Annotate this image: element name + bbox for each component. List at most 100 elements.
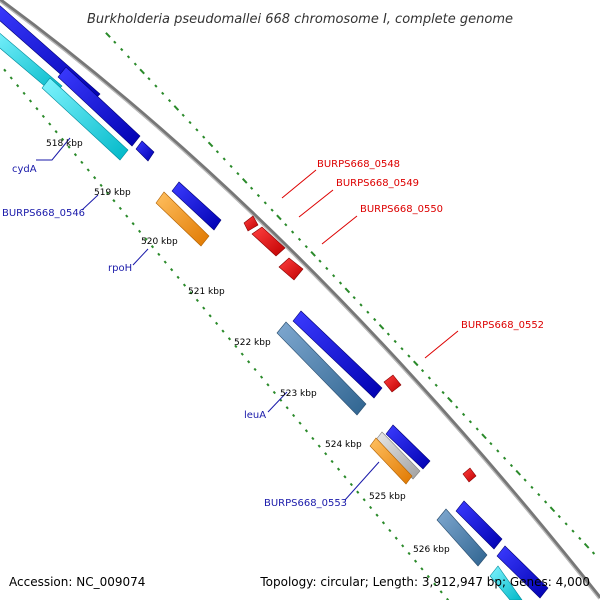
track-tick bbox=[133, 62, 137, 66]
track-tick bbox=[241, 178, 248, 184]
label-burps668-0549[interactable]: BURPS668_0549 bbox=[336, 178, 419, 189]
tick-label-519: 519 kbp bbox=[94, 188, 131, 198]
track-tick bbox=[523, 478, 527, 482]
track-tick bbox=[259, 375, 264, 379]
track-tick bbox=[298, 421, 302, 425]
track-tick bbox=[591, 551, 596, 555]
tick-label-522: 522 kbp bbox=[234, 338, 271, 348]
track-tick bbox=[317, 444, 321, 448]
track-tick bbox=[247, 360, 251, 364]
track-tick bbox=[461, 412, 466, 417]
gene-cyan-cyda[interactable] bbox=[41, 77, 129, 161]
gene-orange-rpoh[interactable] bbox=[155, 191, 210, 247]
track-tick bbox=[276, 214, 282, 221]
track-tick bbox=[215, 150, 220, 154]
track-tick bbox=[447, 396, 453, 403]
track-tick bbox=[105, 191, 110, 195]
track-tick bbox=[227, 337, 232, 341]
label-rpoh[interactable]: rpoH bbox=[108, 263, 132, 274]
gene-red-small[interactable] bbox=[462, 467, 477, 483]
track-tick bbox=[182, 283, 187, 287]
track-tick bbox=[138, 229, 142, 234]
track-tick bbox=[362, 498, 366, 502]
gene-red-0548[interactable] bbox=[243, 215, 259, 232]
gene-cyan-top[interactable] bbox=[0, 30, 63, 95]
track-tick bbox=[373, 317, 377, 322]
track-tick bbox=[407, 551, 411, 556]
track-tick bbox=[222, 157, 226, 161]
track-tick bbox=[304, 429, 309, 433]
label-leua[interactable]: leuA bbox=[244, 410, 266, 421]
track-tick bbox=[455, 405, 459, 409]
gene-blue-rpoh[interactable] bbox=[171, 181, 222, 231]
track-tick bbox=[292, 413, 296, 418]
label-burps668-0553[interactable]: BURPS668_0553 bbox=[264, 498, 347, 509]
track-tick bbox=[578, 536, 582, 541]
track-tick bbox=[349, 482, 353, 487]
track-tick bbox=[266, 383, 270, 387]
label-burps668-0546[interactable]: BURPS668_0546 bbox=[2, 208, 85, 219]
tick-label-524: 524 kbp bbox=[325, 440, 362, 450]
gene-blue-bottom-2[interactable] bbox=[496, 545, 549, 599]
track-tick bbox=[221, 329, 225, 333]
track-tick bbox=[173, 105, 180, 111]
track-tick bbox=[176, 275, 180, 280]
gene-labels-blue: cydA BURPS668_0546 rpoH leuA BURPS668_05… bbox=[2, 164, 347, 509]
gene-blue-bottom[interactable] bbox=[455, 500, 503, 550]
track-tick bbox=[324, 452, 328, 456]
track-tick bbox=[207, 141, 214, 148]
track-tick bbox=[35, 107, 39, 111]
track-tick bbox=[412, 360, 419, 367]
track-tick bbox=[28, 99, 33, 103]
gene-cyan-bottom[interactable] bbox=[489, 565, 523, 600]
track-tick bbox=[80, 160, 84, 165]
gene-blue-leua[interactable] bbox=[292, 310, 383, 399]
gene-blue-0553[interactable] bbox=[385, 424, 431, 470]
track-tick bbox=[147, 77, 151, 81]
track-tick bbox=[475, 427, 479, 431]
label-burps668-0550[interactable]: BURPS668_0550 bbox=[360, 204, 443, 215]
track-tick bbox=[120, 47, 124, 52]
track-tick bbox=[195, 298, 199, 303]
track-tick bbox=[400, 347, 404, 351]
track-tick bbox=[378, 324, 385, 330]
track-tick bbox=[195, 128, 199, 132]
track-tick bbox=[202, 306, 206, 310]
label-cyda[interactable]: cydA bbox=[12, 164, 37, 175]
gene-blue-small[interactable] bbox=[135, 140, 155, 162]
track-tick bbox=[256, 193, 261, 198]
track-tick bbox=[325, 266, 329, 271]
label-burps668-0552[interactable]: BURPS668_0552 bbox=[461, 320, 544, 331]
accession-text: Accession: NC_009074 bbox=[9, 575, 145, 589]
track-tick bbox=[61, 137, 65, 142]
track-tick bbox=[515, 469, 522, 476]
track-tick bbox=[236, 172, 240, 176]
tick-label-521: 521 kbp bbox=[188, 287, 225, 297]
track-tick bbox=[330, 459, 334, 464]
track-tick bbox=[54, 130, 58, 134]
gene-blue-cyda[interactable] bbox=[57, 66, 141, 147]
track-tick bbox=[481, 433, 487, 440]
track-tick bbox=[393, 339, 397, 344]
track-tick bbox=[352, 296, 356, 300]
track-tick bbox=[9, 76, 13, 80]
track-tick bbox=[359, 303, 363, 307]
gene-red-0549[interactable] bbox=[251, 226, 286, 257]
track-tick bbox=[181, 113, 185, 117]
tick-label-523: 523 kbp bbox=[280, 389, 317, 399]
track-tick bbox=[439, 590, 443, 594]
gene-steel-bottom[interactable] bbox=[436, 508, 488, 567]
label-burps668-0548[interactable]: BURPS668_0548 bbox=[317, 159, 400, 170]
track-tick bbox=[530, 485, 534, 489]
track-tick bbox=[131, 222, 135, 226]
track-tick bbox=[549, 506, 556, 513]
track-tick bbox=[215, 321, 219, 326]
gene-steel-leua[interactable] bbox=[276, 321, 367, 416]
tick-label-520: 520 kbp bbox=[141, 237, 178, 247]
track-tick bbox=[144, 237, 148, 241]
gene-orange-0553[interactable] bbox=[369, 437, 413, 485]
gene-red-0552[interactable] bbox=[383, 374, 402, 393]
gene-red-0550[interactable] bbox=[278, 257, 304, 281]
track-tick bbox=[170, 268, 174, 272]
